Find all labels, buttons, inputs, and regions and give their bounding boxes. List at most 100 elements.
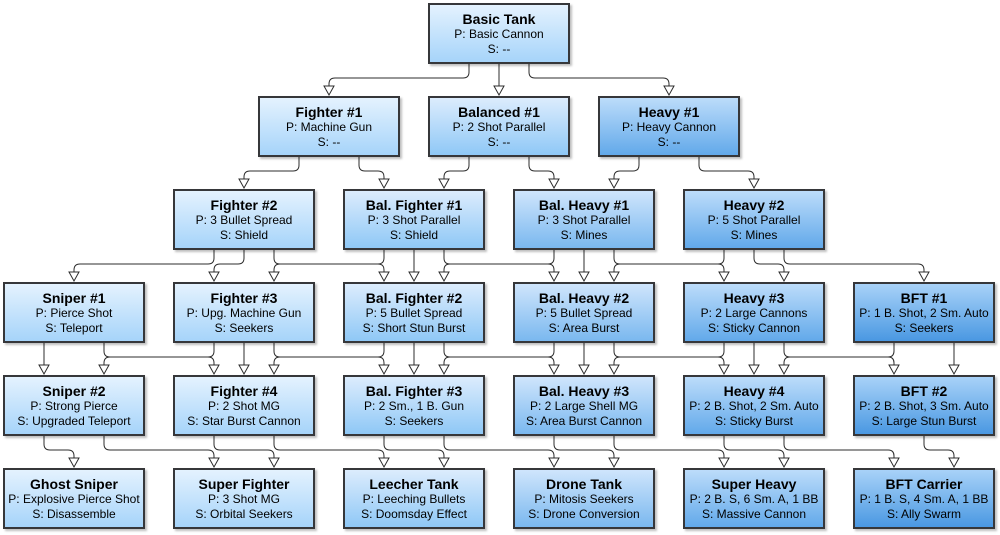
arrowhead-heavy3-to-balheavy3	[608, 364, 620, 376]
arrowhead-heavy2-to-balheavy2	[608, 271, 620, 283]
node-secondary: S: Seekers	[894, 320, 954, 335]
node-bal-fighter-1[interactable]: Bal. Fighter #1 P: 3 Shot Parallel S: Sh…	[343, 189, 485, 250]
node-heavy-2[interactable]: Heavy #2 P: 5 Shot Parallel S: Mines	[683, 189, 825, 250]
node-fighter-4[interactable]: Fighter #4 P: 2 Shot MG S: Star Burst Ca…	[173, 375, 315, 436]
arrowhead-fighter3-to-balfighter3	[378, 364, 390, 376]
edge-heavy1-to-heavy2	[698, 157, 755, 179]
node-title: Heavy #4	[723, 382, 785, 399]
arrowhead-heavy3-to-bft2	[888, 364, 900, 376]
arrowhead-balheavy1-to-balheavy2	[578, 271, 590, 283]
node-fighter-2[interactable]: Fighter #2 P: 3 Bullet Spread S: Shield	[173, 189, 315, 250]
node-secondary: S: Seekers	[384, 413, 444, 428]
edge-fighter1-to-balfighter1	[358, 157, 385, 179]
node-balanced-1[interactable]: Balanced #1 P: 2 Shot Parallel S: --	[428, 96, 570, 157]
node-secondary: S: Ally Swarm	[886, 506, 961, 521]
edge-balfighter2-to-balheavy3	[443, 343, 555, 365]
node-primary: P: Strong Pierce	[30, 398, 118, 413]
edge-sniper2-to-ghostsniper	[43, 436, 75, 458]
node-primary: P: 1 B. S, 4 Sm. A, 1 BB	[859, 491, 989, 506]
arrowhead-bft1-to-heavy4	[778, 364, 790, 376]
node-primary: P: 2 B. Shot, 3 Sm. Auto	[859, 398, 989, 413]
arrowhead-heavy3-to-heavy4	[748, 364, 760, 376]
node-bft-2[interactable]: BFT #2 P: 2 B. Shot, 3 Sm. Auto S: Large…	[853, 375, 995, 436]
node-heavy-1[interactable]: Heavy #1 P: Heavy Cannon S: --	[598, 96, 740, 157]
node-primary: P: 2 Large Shell MG	[529, 398, 639, 413]
edge-heavy3-to-bft2	[783, 343, 895, 365]
edge-balfighter2-to-fighter4	[273, 343, 385, 365]
node-title: Basic Tank	[462, 10, 536, 27]
edge-balanced1-to-balfighter1	[443, 157, 470, 179]
node-title: Heavy #1	[638, 103, 700, 120]
node-bft-carrier[interactable]: BFT Carrier P: 1 B. S, 4 Sm. A, 1 BB S: …	[853, 468, 995, 529]
node-primary: P: Pierce Shot	[35, 305, 113, 320]
node-bft-1[interactable]: BFT #1 P: 1 B. Shot, 2 Sm. Auto S: Seeke…	[853, 282, 995, 343]
arrowhead-fighter2-to-balfighter2	[378, 271, 390, 283]
node-heavy-4[interactable]: Heavy #4 P: 2 B. Shot, 2 Sm. Auto S: Sti…	[683, 375, 825, 436]
node-bal-heavy-2[interactable]: Bal. Heavy #2 P: 5 Bullet Spread S: Area…	[513, 282, 655, 343]
arrowhead-bft1-to-bft2	[948, 364, 960, 376]
node-title: Fighter #1	[295, 103, 363, 120]
arrowhead-heavy2-to-heavy3	[778, 271, 790, 283]
node-secondary: S: --	[657, 134, 681, 149]
arrowhead-balfighter1-to-balheavy2	[548, 271, 560, 283]
node-primary: P: 2 Shot Parallel	[452, 119, 546, 134]
node-heavy-3[interactable]: Heavy #3 P: 2 Large Cannons S: Sticky Ca…	[683, 282, 825, 343]
node-fighter-1[interactable]: Fighter #1 P: Machine Gun S: --	[258, 96, 400, 157]
node-ghost-sniper[interactable]: Ghost Sniper P: Explosive Pierce Shot S:…	[3, 468, 145, 529]
arrowhead-fighter1-to-fighter2	[238, 178, 250, 190]
arrowhead-balfighter3-to-drone	[548, 457, 560, 469]
node-super-heavy[interactable]: Super Heavy P: 2 B. S, 6 Sm. A, 1 BB S: …	[683, 468, 825, 529]
node-basic-tank[interactable]: Basic Tank P: Basic Cannon S: --	[428, 3, 570, 64]
node-primary: P: 3 Bullet Spread	[195, 212, 293, 227]
arrowhead-sniper2-to-ghostsniper	[68, 457, 80, 469]
node-drone-tank[interactable]: Drone Tank P: Mitosis Seekers S: Drone C…	[513, 468, 655, 529]
arrowhead-heavy4-to-bftcarrier	[888, 457, 900, 469]
arrowhead-basic-to-balanced1	[493, 85, 505, 97]
node-bal-fighter-3[interactable]: Bal. Fighter #3 P: 2 Sm., 1 B. Gun S: Se…	[343, 375, 485, 436]
node-sniper-1[interactable]: Sniper #1 P: Pierce Shot S: Teleport	[3, 282, 145, 343]
node-bal-fighter-2[interactable]: Bal. Fighter #2 P: 5 Bullet Spread S: Sh…	[343, 282, 485, 343]
edge-sniper2-to-superfighter	[103, 436, 215, 458]
node-title: BFT #1	[900, 289, 948, 306]
arrowhead-sniper2-to-superfighter	[208, 457, 220, 469]
node-title: Fighter #2	[210, 196, 278, 213]
node-secondary: S: Drone Conversion	[528, 506, 640, 521]
node-fighter-3[interactable]: Fighter #3 P: Upg. Machine Gun S: Seeker…	[173, 282, 315, 343]
node-bal-heavy-3[interactable]: Bal. Heavy #3 P: 2 Large Shell MG S: Are…	[513, 375, 655, 436]
node-title: Bal. Heavy #1	[538, 196, 630, 213]
node-bal-heavy-1[interactable]: Bal. Heavy #1 P: 3 Shot Parallel S: Mine…	[513, 189, 655, 250]
node-secondary: S: Orbital Seekers	[195, 506, 293, 521]
edge-fighter2-to-balfighter2	[273, 250, 385, 272]
edge-fighter2-to-fighter3	[213, 250, 245, 272]
arrowhead-basic-to-heavy1	[663, 85, 675, 97]
node-title: Heavy #2	[723, 196, 785, 213]
arrowhead-balfighter2-to-fighter4	[268, 364, 280, 376]
node-secondary: S: Mines	[730, 227, 778, 242]
node-super-fighter[interactable]: Super Fighter P: 3 Shot MG S: Orbital Se…	[173, 468, 315, 529]
node-sniper-2[interactable]: Sniper #2 P: Strong Pierce S: Upgraded T…	[3, 375, 145, 436]
node-title: Super Fighter	[198, 475, 290, 492]
node-leecher-tank[interactable]: Leecher Tank P: Leeching Bullets S: Doom…	[343, 468, 485, 529]
node-title: Sniper #2	[42, 382, 106, 399]
arrowhead-balfighter1-to-fighter3	[268, 271, 280, 283]
node-secondary: S: Shield	[219, 227, 269, 242]
node-primary: P: 3 Shot Parallel	[367, 212, 461, 227]
node-title: Bal. Fighter #1	[365, 196, 463, 213]
node-primary: P: Heavy Cannon	[621, 119, 717, 134]
node-secondary: S: Large Stun Burst	[871, 413, 977, 428]
arrowhead-fighter2-to-fighter3	[208, 271, 220, 283]
edge-bft2-to-bftcarrier	[923, 436, 955, 458]
arrowhead-balheavy3-to-drone	[608, 457, 620, 469]
node-primary: P: Explosive Pierce Shot	[8, 491, 140, 506]
arrowhead-balfighter2-to-balheavy3	[548, 364, 560, 376]
node-primary: P: Mitosis Seekers	[534, 491, 634, 506]
node-title: Bal. Fighter #3	[365, 382, 463, 399]
node-title: Ghost Sniper	[30, 475, 118, 492]
edge-heavy2-to-balheavy2	[613, 250, 725, 272]
node-secondary: S: --	[487, 41, 511, 56]
edge-heavy4-to-bftcarrier	[783, 436, 895, 458]
arrowhead-balheavy2-to-heavy4	[718, 364, 730, 376]
node-title: Fighter #3	[210, 289, 278, 306]
node-primary: P: 3 Shot MG	[207, 491, 281, 506]
arrowhead-balanced1-to-balfighter1	[438, 178, 450, 190]
